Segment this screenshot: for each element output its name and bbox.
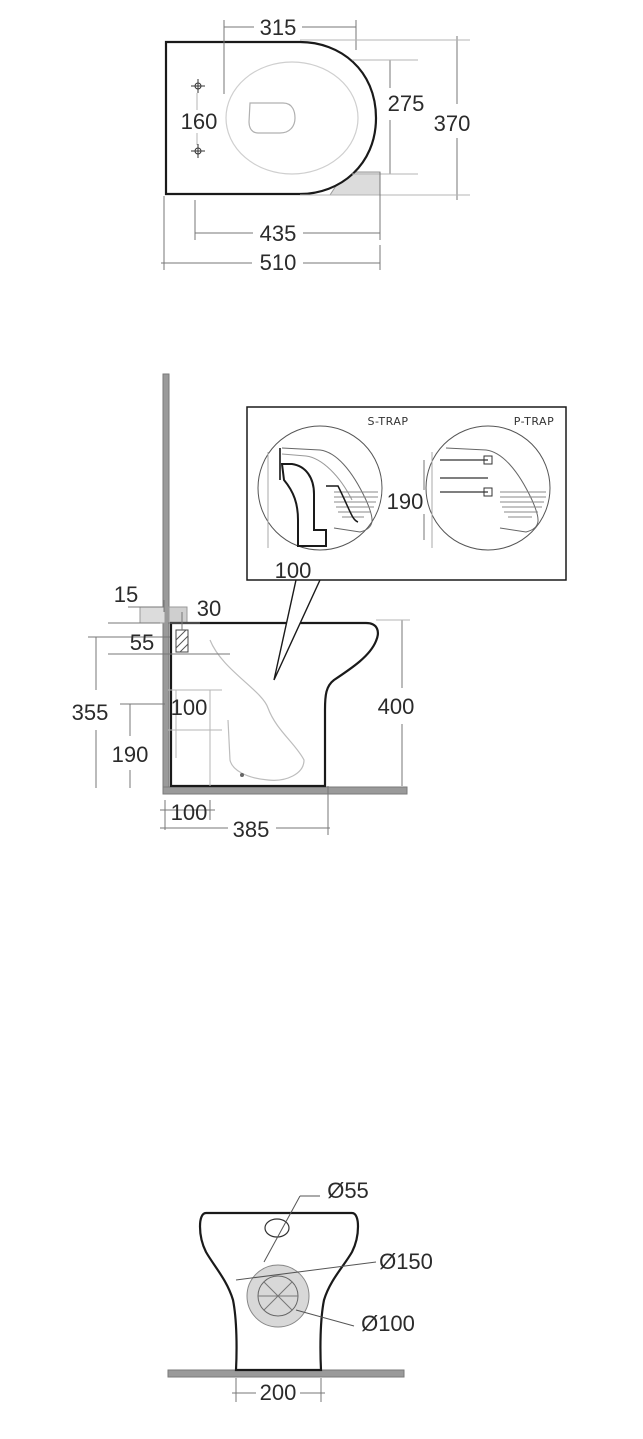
callout-pointer [273, 579, 321, 681]
dim-370: 370 [434, 111, 471, 136]
dim-15: 15 [114, 582, 138, 607]
dim-diam-55: Ø55 [327, 1178, 369, 1203]
dim-315: 315 [260, 15, 297, 40]
top-dimension-lines [161, 20, 470, 270]
trap-detail-inset: S-TRAP P-TRAP 100 [246, 406, 567, 583]
p-trap-label: P-TRAP [514, 415, 554, 428]
outlet-shape [248, 102, 296, 134]
dim-400: 400 [378, 694, 415, 719]
dim-190-side: 190 [112, 742, 149, 767]
dim-100-side: 100 [171, 695, 208, 720]
dim-355: 355 [72, 700, 109, 725]
front-view: Ø55 Ø150 Ø100 200 [167, 1178, 433, 1405]
side-view: 15 30 55 355 100 190 400 100 385 S-TRAP … [72, 373, 567, 842]
dim-diam-100: Ø100 [361, 1311, 415, 1336]
floor [162, 786, 408, 795]
inset-frame [246, 406, 567, 581]
front-leader-lines [235, 1195, 377, 1327]
dim-100-bottom: 100 [171, 800, 208, 825]
bowl-rim-oval [225, 61, 359, 175]
top-view: 315 275 370 160 435 510 [161, 15, 470, 275]
side-dimension-lines [88, 600, 410, 835]
pipe-connector [139, 606, 166, 624]
s-trap-detail [257, 425, 383, 551]
fixing-hole-icon [191, 79, 205, 93]
dim-100-inset: 100 [275, 558, 312, 583]
drain-point [240, 773, 244, 777]
dim-diam-150: Ø150 [379, 1249, 433, 1274]
fixing-hole-icon [191, 144, 205, 158]
p-trap-detail [425, 425, 551, 551]
inlet-hole-icon [264, 1218, 290, 1238]
dim-510: 510 [260, 250, 297, 275]
bowl-interior [209, 639, 305, 781]
s-trap-label: S-TRAP [367, 415, 408, 428]
wall [162, 373, 170, 795]
dim-435: 435 [260, 221, 297, 246]
dim-30: 30 [197, 596, 221, 621]
dim-55: 55 [130, 630, 154, 655]
pipe-connector-rear [168, 606, 188, 624]
pan-outline-top [164, 40, 378, 196]
pan-outline-side [169, 621, 379, 788]
dim-160: 160 [181, 109, 218, 134]
dim-200: 200 [260, 1380, 297, 1405]
dim-385: 385 [233, 817, 270, 842]
front-dimension-lines [232, 1378, 325, 1402]
dim-190-inset: 190 [387, 489, 424, 514]
dim-275: 275 [388, 91, 425, 116]
